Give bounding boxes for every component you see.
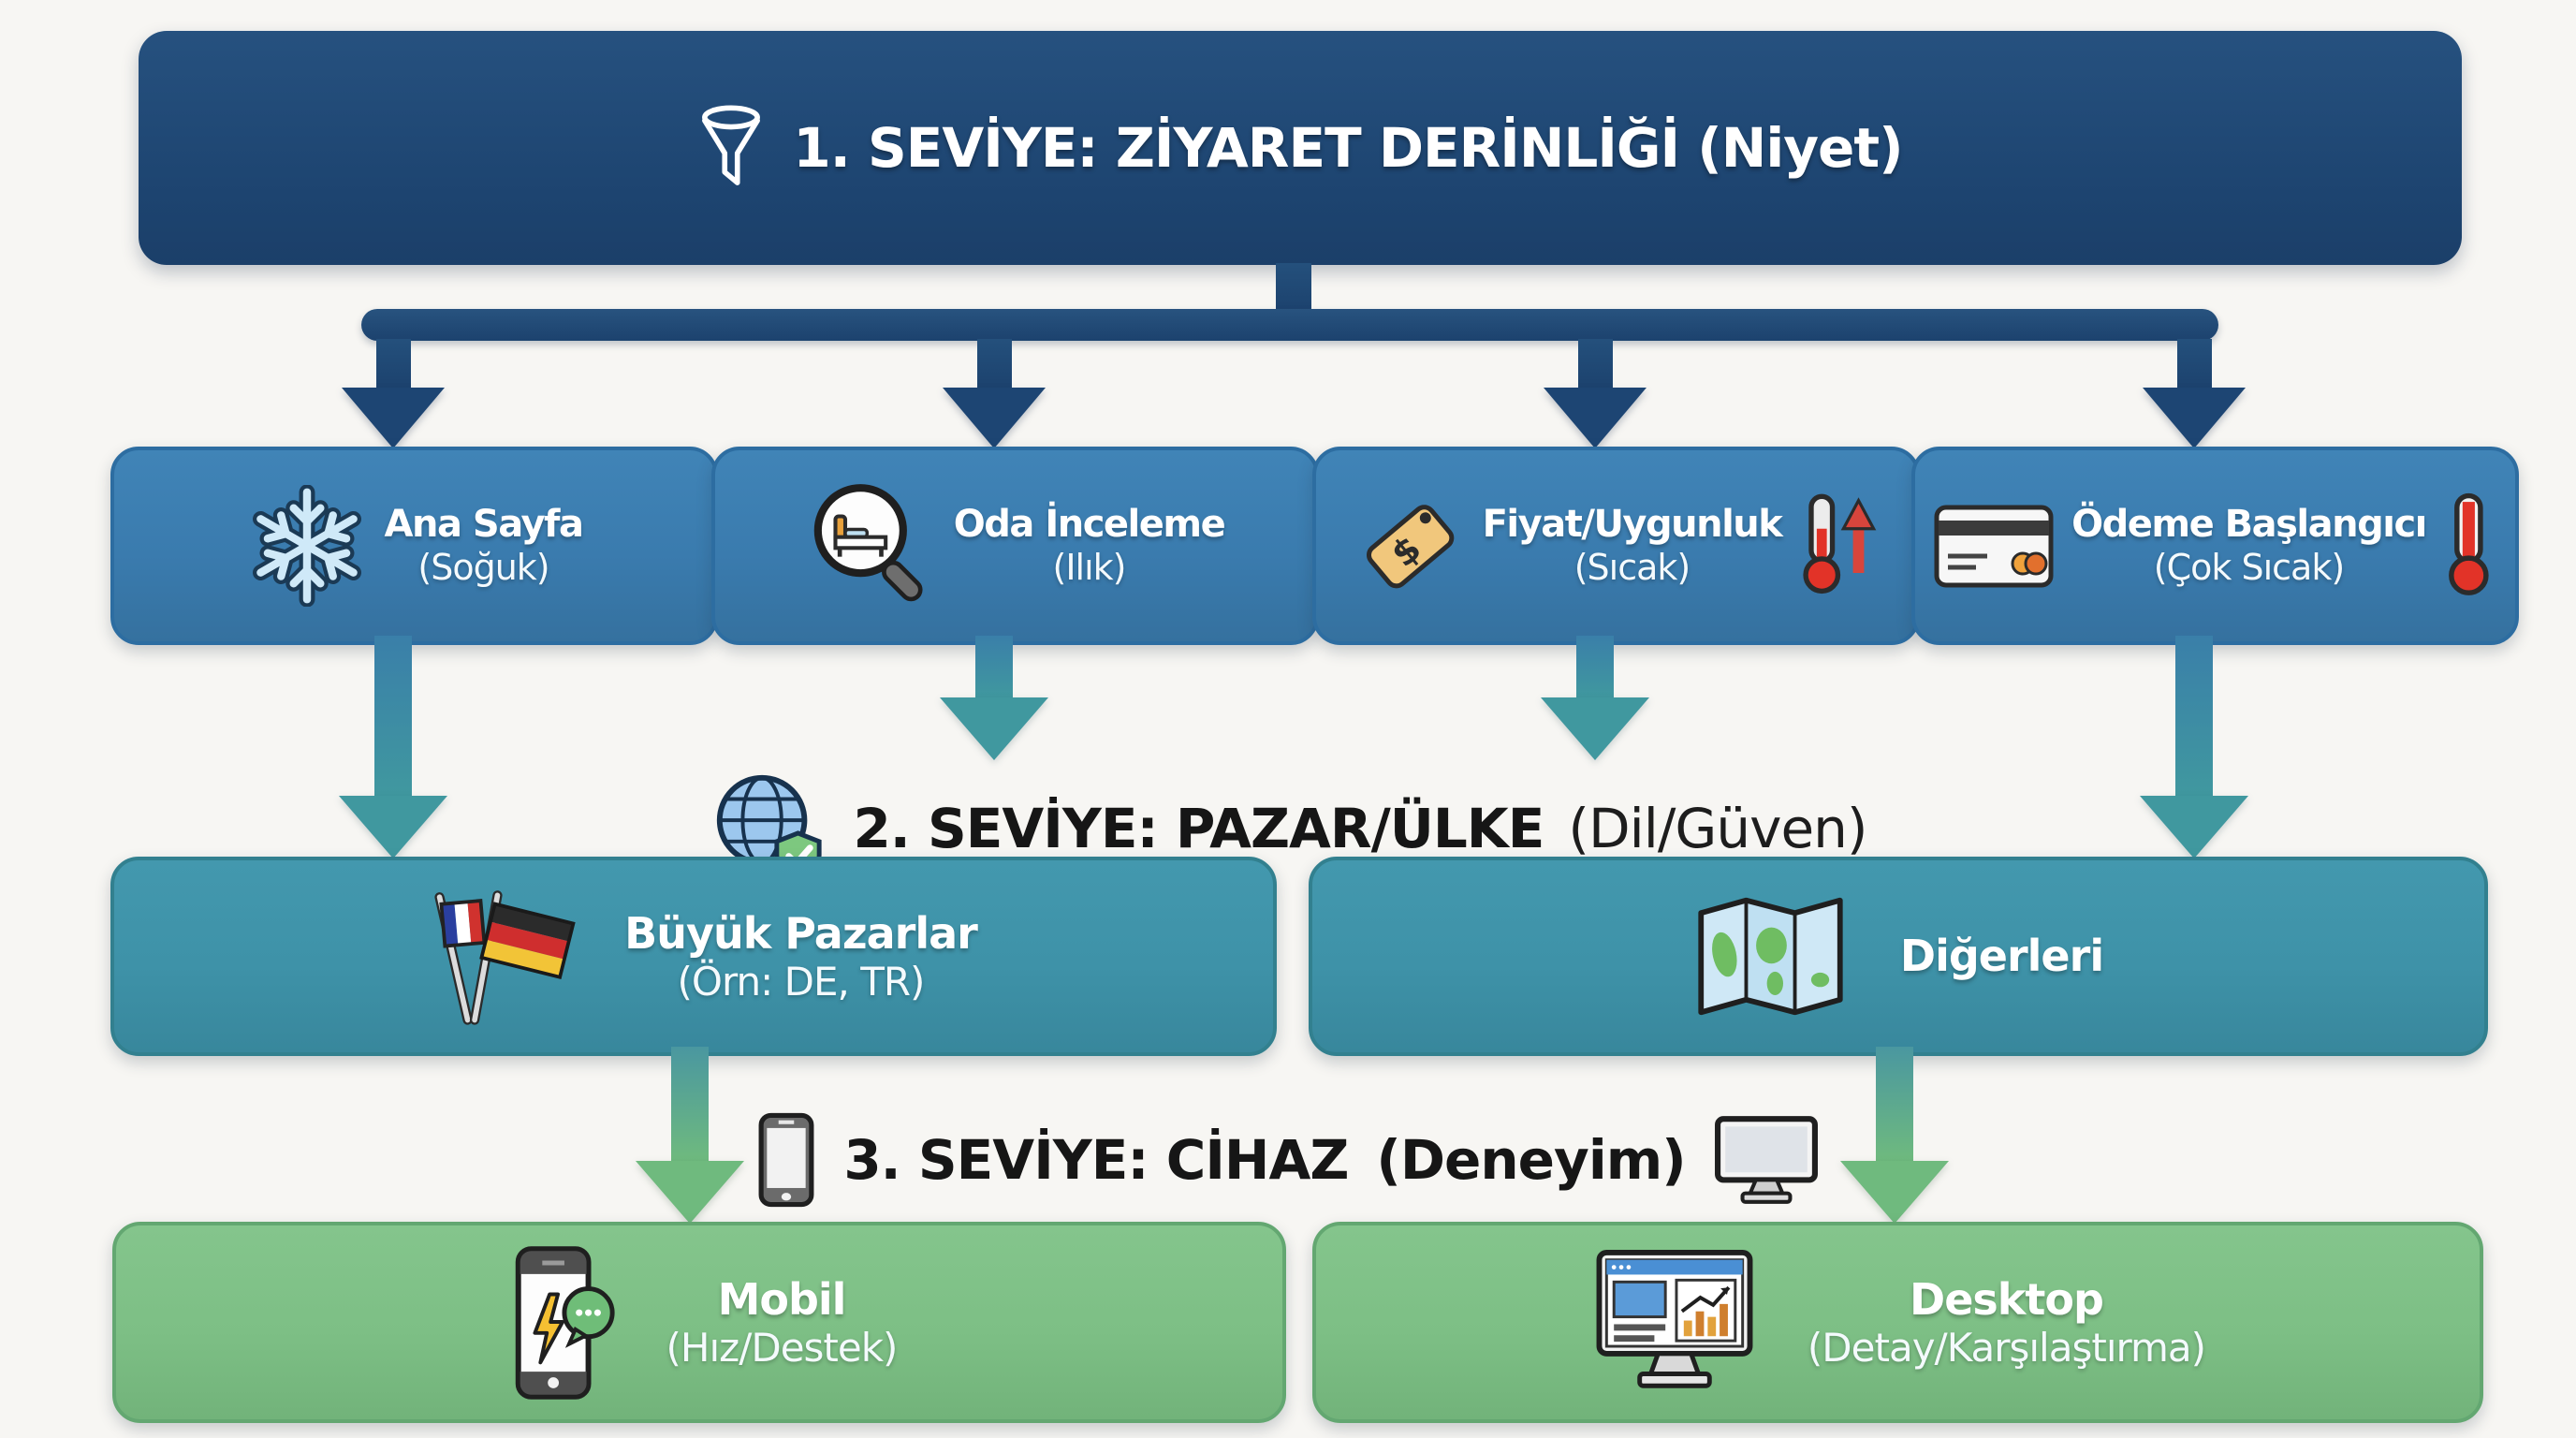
box-subtitle: (Hız/Destek) [666,1324,899,1371]
arrow-stem-to-odainceleme [977,339,1012,389]
arrow-head-odainceleme-down [940,697,1048,760]
room-search-icon [806,480,937,611]
arrow-stem-fiyat-down [1576,636,1614,697]
smartphone-icon [757,1111,815,1209]
level1-banner: 1. SEVİYE: ZİYARET DERİNLİĞİ (Niyet) [139,31,2462,265]
thermometer-rising-icon [1798,490,1879,602]
arrow-head-digerleri-to-desktop [1840,1161,1949,1224]
arrow-head-anasayfa-to-buyukpazarlar [339,796,447,858]
box-oda-inceleme: Oda İnceleme (Ilık) [711,447,1319,645]
arrow-stem-buyukpazarlar-to-mobil [671,1047,709,1161]
box-ana-sayfa: Ana Sayfa (Soğuk) [110,447,718,645]
flags-icon [410,887,583,1027]
arrow-head-to-fiyat [1544,388,1647,448]
box-digerleri: Diğerleri [1309,857,2488,1056]
box-buyuk-pazarlar: Büyük Pazarlar (Örn: DE, TR) [110,857,1277,1056]
arrow-head-to-anasayfa [342,388,445,448]
box-title: Diğerleri [1899,931,2104,982]
arrow-head-to-odainceleme [943,388,1046,448]
box-title: Ödeme Başlangıcı [2071,502,2427,546]
arrow-stem-anasayfa-to-buyukpazarlar [374,636,412,796]
box-fiyat-uygunluk: $ Fiyat/Uygunluk (Sıcak) [1312,447,1920,645]
box-title: Ana Sayfa [384,502,584,546]
arrow-stem-to-fiyat [1578,339,1613,389]
arrow-stem-odeme-to-digerleri [2175,636,2213,796]
box-subtitle: (Soğuk) [417,547,549,589]
desktop-dashboard-icon [1590,1247,1759,1399]
arrow-head-to-odeme [2143,388,2246,448]
arrow-stem-to-odeme [2177,339,2212,389]
arrow-head-fiyat-down [1541,697,1649,760]
level3-label: 3. SEVİYE: CİHAZ (Deneyim) [0,1103,2576,1217]
price-tag-icon: $ [1354,490,1466,602]
box-subtitle: (Ilık) [1052,547,1127,589]
box-title: Fiyat/Uygunluk [1482,502,1783,546]
box-title: Oda İnceleme [953,502,1226,546]
box-title: Büyük Pazarlar [624,907,978,959]
monitor-icon [1714,1115,1819,1206]
level3-heading-light: (Deneyim) [1376,1128,1686,1192]
box-subtitle: (Detay/Karşılaştırma) [1807,1324,2206,1371]
connector-distribution-bar [361,309,2218,341]
level2-heading-light: (Dil/Güven) [1568,797,1867,860]
box-subtitle: (Çok Sıcak) [2153,547,2345,589]
arrow-head-buyukpazarlar-to-mobil [636,1161,744,1224]
arrow-stem-odainceleme-down [975,636,1013,697]
level2-heading-bold: 2. SEVİYE: PAZAR/ÜLKE [853,797,1544,860]
box-mobil: Mobil (Hız/Destek) [112,1222,1286,1423]
box-desktop: Desktop (Detay/Karşılaştırma) [1312,1222,2483,1423]
level3-heading-bold: 3. SEVİYE: CİHAZ [843,1128,1349,1192]
box-subtitle: (Örn: DE, TR) [677,958,926,1005]
arrow-stem-to-anasayfa [376,339,411,389]
box-subtitle: (Sıcak) [1573,547,1691,589]
box-odeme-baslangici: Ödeme Başlangıcı (Çok Sıcak) [1911,447,2519,645]
arrow-stem-digerleri-to-desktop [1876,1047,1913,1161]
mobile-support-icon [502,1244,622,1401]
level1-title: 1. SEVİYE: ZİYARET DERİNLİĞİ (Niyet) [793,116,1903,180]
snowflake-icon [246,485,368,607]
level2-label: 2. SEVİYE: PAZAR/ÜLKE (Dil/Güven) [0,766,2576,891]
box-title: Mobil [717,1273,847,1325]
box-title: Desktop [1910,1273,2104,1325]
credit-card-icon [1933,502,2055,591]
map-icon [1693,893,1848,1020]
thermometer-hot-icon [2443,490,2497,602]
connector-banner-stem [1276,263,1311,312]
funnel-icon [697,103,765,193]
arrow-head-odeme-to-digerleri [2140,796,2248,858]
